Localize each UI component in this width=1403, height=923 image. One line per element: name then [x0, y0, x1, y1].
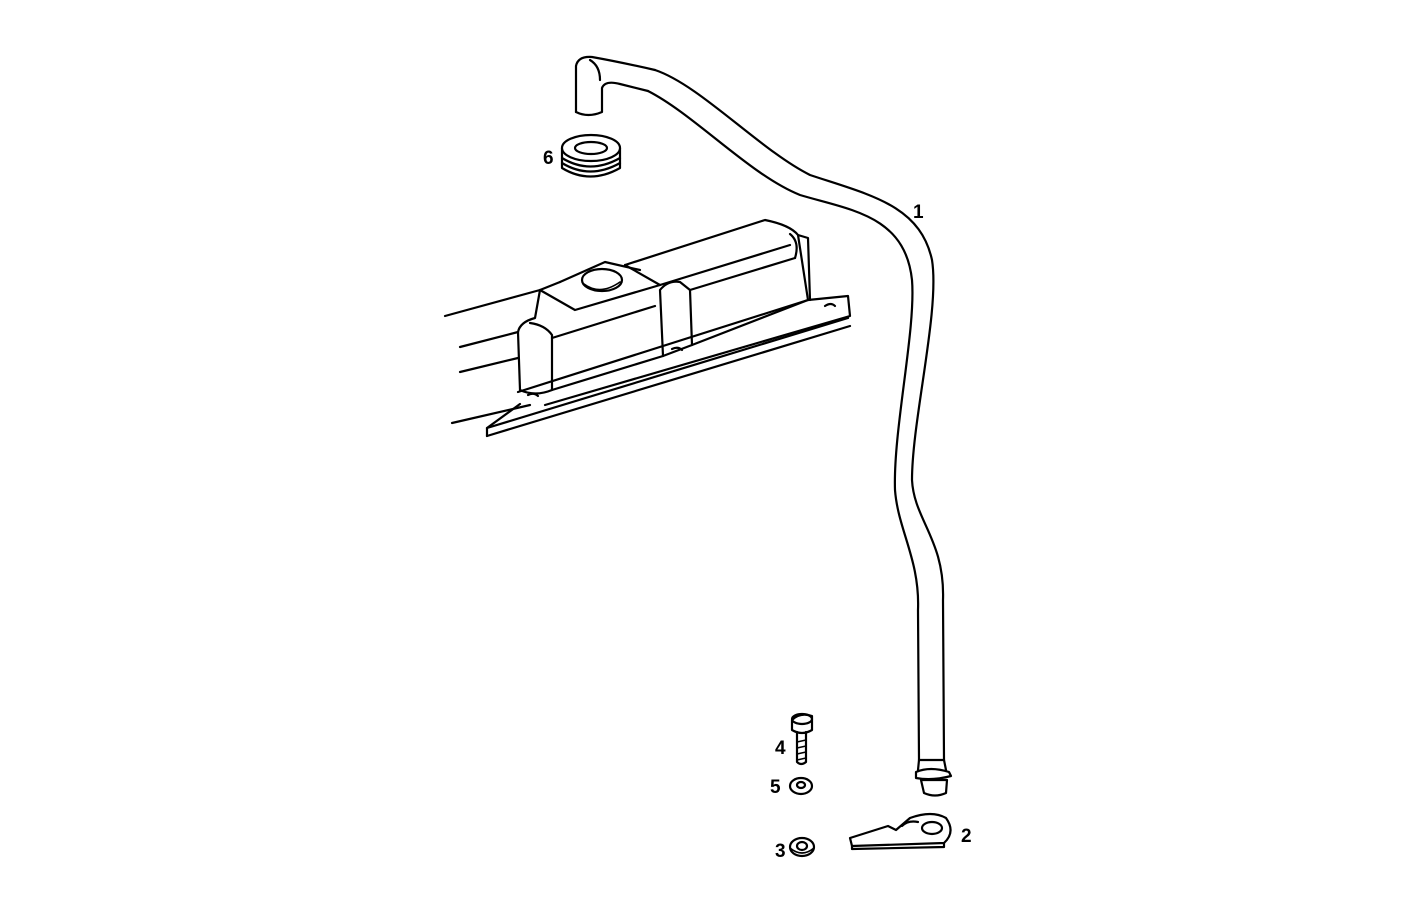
callout-4: 4 — [775, 738, 786, 759]
nut — [788, 836, 816, 858]
bolt — [790, 712, 814, 766]
washer — [788, 776, 814, 796]
callout-2: 2 — [961, 826, 972, 847]
callout-5: 5 — [770, 777, 781, 798]
vent-pipe — [574, 55, 953, 797]
callout-1: 1 — [913, 202, 924, 223]
grommet — [560, 133, 622, 178]
cylinder-head-cover — [443, 218, 852, 438]
holder-bracket — [848, 812, 952, 851]
callout-3: 3 — [775, 841, 786, 862]
callout-6: 6 — [543, 148, 554, 169]
